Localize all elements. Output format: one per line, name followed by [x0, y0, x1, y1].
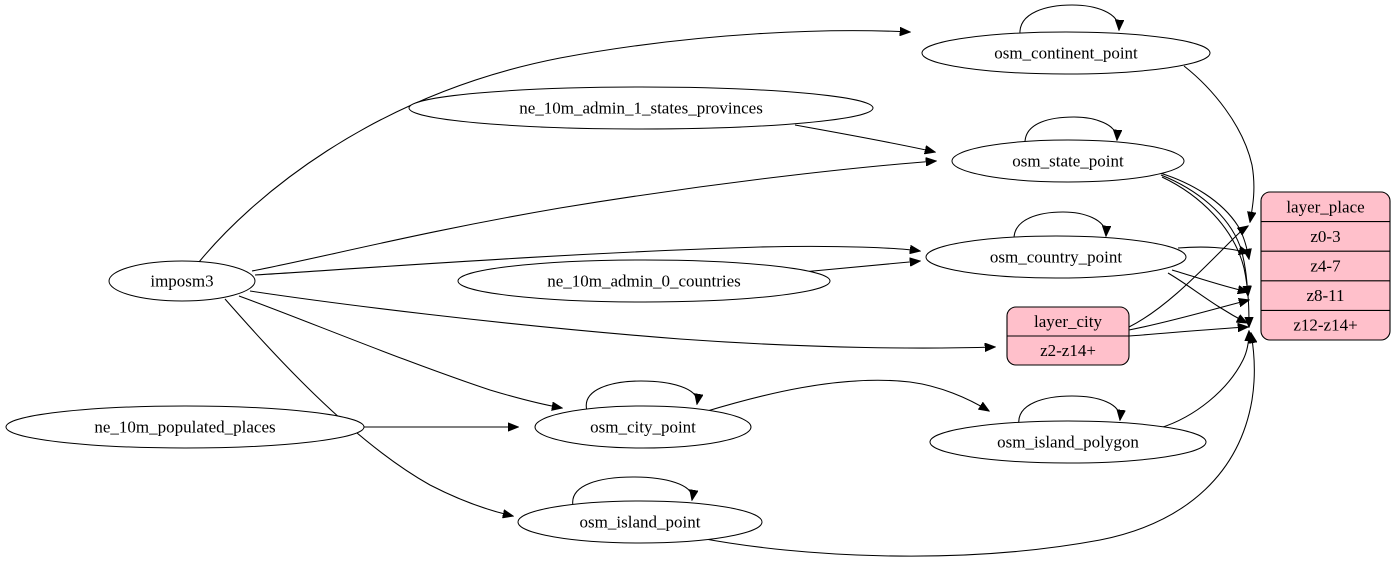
layer-place-row-z4-7[interactable]: z4-7 [1310, 257, 1341, 276]
self-loop-layer [572, 4, 1120, 507]
self-loop-osm-state-point [1024, 116, 1117, 145]
layer-place-row-z12-z14[interactable]: z12-z14+ [1293, 316, 1357, 335]
node-osm-continent-point[interactable]: osm_continent_point [921, 31, 1211, 75]
node-label-ne-10m-admin-0-countries: ne_10m_admin_0_countries [547, 272, 741, 291]
node-ne-10m-admin-0-countries[interactable]: ne_10m_admin_0_countries [457, 259, 831, 303]
node-label-osm-city-point: osm_city_point [590, 418, 696, 437]
layer-city-row-z2-z14[interactable]: z2-z14+ [1040, 341, 1096, 360]
edge-layer-city-to-layer-place-z811 [1128, 300, 1249, 331]
edge-osm-country-point-to-layer-place-z811 [1171, 269, 1248, 292]
node-osm-country-point[interactable]: osm_country_point [925, 235, 1187, 279]
edge-osm-city-point-to-osm-island-polygon [703, 379, 989, 413]
edge-osm-island-polygon-to-layer-place-z12 [1159, 331, 1249, 429]
node-label-osm-state-point: osm_state_point [1012, 152, 1124, 171]
edge-imposm3-to-layer-city [249, 290, 995, 348]
edge-imposm3-to-osm-state-point [251, 161, 936, 272]
edge-osm-country-point-to-layer-place-z47 [1177, 247, 1249, 253]
edge-osm-country-point-to-layer-place-z12 [1167, 272, 1247, 323]
node-label-ne-10m-admin-1-states-provinces: ne_10m_admin_1_states_provinces [519, 99, 763, 118]
node-ne-10m-admin-1-states-provinces[interactable]: ne_10m_admin_1_states_provinces [408, 86, 874, 130]
edge-layer-city-to-layer-place-z03 [1128, 226, 1248, 328]
node-osm-island-point[interactable]: osm_island_point [517, 500, 763, 544]
self-loop-osm-country-point [1013, 211, 1106, 241]
edge-osm-state-point-to-layer-place-z811 [1160, 174, 1248, 296]
edge-osm-state-point-to-layer-place-z12 [1161, 176, 1249, 327]
edge-imposm3-to-osm-island-point [224, 298, 513, 516]
layer-place-row-z0-3[interactable]: z0-3 [1310, 227, 1340, 246]
edge-layer [198, 31, 1254, 557]
node-label-osm-continent-point: osm_continent_point [994, 44, 1138, 63]
node-label-osm-country-point: osm_country_point [990, 248, 1122, 267]
layer-place-row-title: layer_place [1286, 197, 1364, 216]
node-ne-10m-populated-places[interactable]: ne_10m_populated_places [5, 405, 365, 449]
edge-osm-continent-point-to-layer-place-z03 [1183, 65, 1254, 222]
node-layer-city[interactable]: layer_city z2-z14+ [1006, 306, 1130, 366]
node-osm-state-point[interactable]: osm_state_point [951, 139, 1185, 183]
edge-osm-island-point-to-layer-place-z12 [699, 333, 1254, 557]
self-loop-osm-island-point [572, 476, 693, 507]
self-loop-osm-continent-point [1019, 4, 1119, 36]
edge-ne-admin-0-to-osm-country-point [801, 261, 920, 273]
node-osm-city-point[interactable]: osm_city_point [534, 405, 752, 449]
node-label-ne-10m-populated-places: ne_10m_populated_places [94, 418, 275, 437]
node-layer: imposm3 ne_10m_admin_1_states_provinces … [5, 31, 1211, 544]
node-osm-island-polygon[interactable]: osm_island_polygon [929, 420, 1207, 464]
self-loop-osm-island-polygon [1018, 395, 1120, 426]
edge-imposm3-to-osm-city-point [238, 295, 562, 408]
layer-city-row-title: layer_city [1034, 312, 1102, 331]
node-imposm3[interactable]: imposm3 [108, 260, 256, 302]
node-label-osm-island-point: osm_island_point [580, 513, 701, 532]
node-label-osm-island-polygon: osm_island_polygon [997, 433, 1139, 452]
edge-imposm3-to-osm-country-point [254, 246, 920, 276]
edge-layer-city-to-layer-place-z12 [1128, 327, 1248, 337]
edge-ne-admin-1-to-osm-state-point [794, 124, 935, 152]
self-loop-osm-city-point [585, 380, 697, 412]
edge-imposm3-to-osm-continent-point [198, 31, 910, 263]
layer-place-box[interactable] [1260, 191, 1391, 341]
node-label-imposm3: imposm3 [150, 272, 213, 291]
node-layer-place[interactable]: layer_place z0-3 z4-7 z8-11 z12-z14+ [1260, 191, 1391, 341]
layer-place-row-z8-11[interactable]: z8-11 [1306, 286, 1344, 305]
